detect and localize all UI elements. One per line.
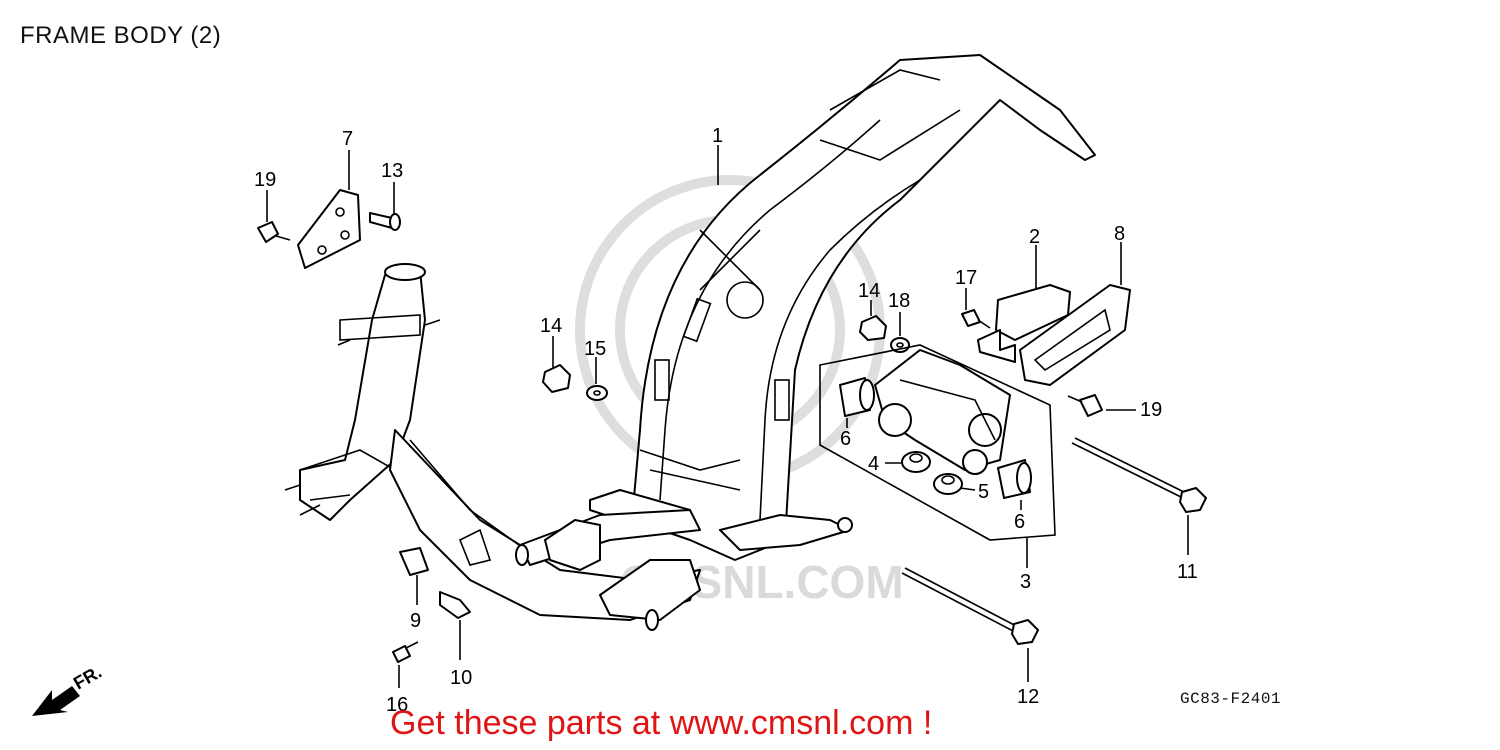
part-1-front-head-pipe xyxy=(284,263,701,621)
part-14-nut-left xyxy=(542,364,571,393)
callout-6-right: 6 xyxy=(1014,511,1025,533)
leader-lines xyxy=(266,145,1189,688)
callout-9: 9 xyxy=(410,610,421,632)
part-17-screw xyxy=(961,309,991,329)
callout-15: 15 xyxy=(584,338,606,360)
part-1-cross-tube xyxy=(458,509,701,631)
callout-2: 2 xyxy=(1029,226,1040,248)
part-19-bolt-left xyxy=(257,221,291,243)
reference-code: GC83-F2401 xyxy=(1180,690,1282,708)
part-15-washer xyxy=(586,385,608,401)
callout-16: 16 xyxy=(386,694,408,716)
part-8-cover xyxy=(1019,284,1131,386)
part-13-screw xyxy=(369,212,401,231)
part-14-nut-right xyxy=(859,315,887,341)
callout-13: 13 xyxy=(381,160,403,182)
callout-3: 3 xyxy=(1020,571,1031,593)
front-direction-label: FR. xyxy=(70,662,105,694)
callout-5: 5 xyxy=(978,481,989,503)
callout-12: 12 xyxy=(1017,686,1039,708)
callout-17: 17 xyxy=(955,267,977,289)
callout-11: 11 xyxy=(1177,561,1198,583)
part-5-rubber-bushing xyxy=(933,473,963,495)
part-1-main-frame xyxy=(589,54,1096,561)
callout-6-left: 6 xyxy=(840,428,851,450)
part-4-rubber-bushing xyxy=(901,451,931,473)
part-9-clip xyxy=(399,547,429,576)
part-12-long-bolt xyxy=(901,567,1039,645)
part-7-bracket-plate xyxy=(297,189,361,269)
page-title: FRAME BODY (2) xyxy=(20,22,222,49)
promo-link[interactable]: Get these parts at www.cmsnl.com ! xyxy=(390,704,933,742)
callout-19-left: 19 xyxy=(254,169,276,191)
part-10-bracket xyxy=(439,591,471,619)
part-11-long-bolt xyxy=(1071,437,1207,513)
callout-14-left: 14 xyxy=(540,315,562,337)
callout-7: 7 xyxy=(342,128,353,150)
callout-19-right: 19 xyxy=(1140,399,1162,421)
part-3-engine-hanger xyxy=(819,344,1056,541)
callout-14-right: 14 xyxy=(858,280,880,302)
part-6-bushing-right xyxy=(997,459,1032,499)
callout-18: 18 xyxy=(888,290,910,312)
callout-4: 4 xyxy=(868,453,879,475)
callout-labels: 1 2 8 7 13 19 14 15 14 18 17 6 4 5 6 3 1… xyxy=(254,125,1198,716)
callout-8: 8 xyxy=(1114,223,1125,245)
part-19-bolt-right xyxy=(1067,394,1103,417)
part-16-bolt xyxy=(392,641,419,663)
callout-10: 10 xyxy=(450,667,472,689)
part-6-bushing-left xyxy=(839,377,875,417)
callout-1: 1 xyxy=(712,125,723,147)
front-direction-arrow-icon: FR. xyxy=(32,662,105,716)
